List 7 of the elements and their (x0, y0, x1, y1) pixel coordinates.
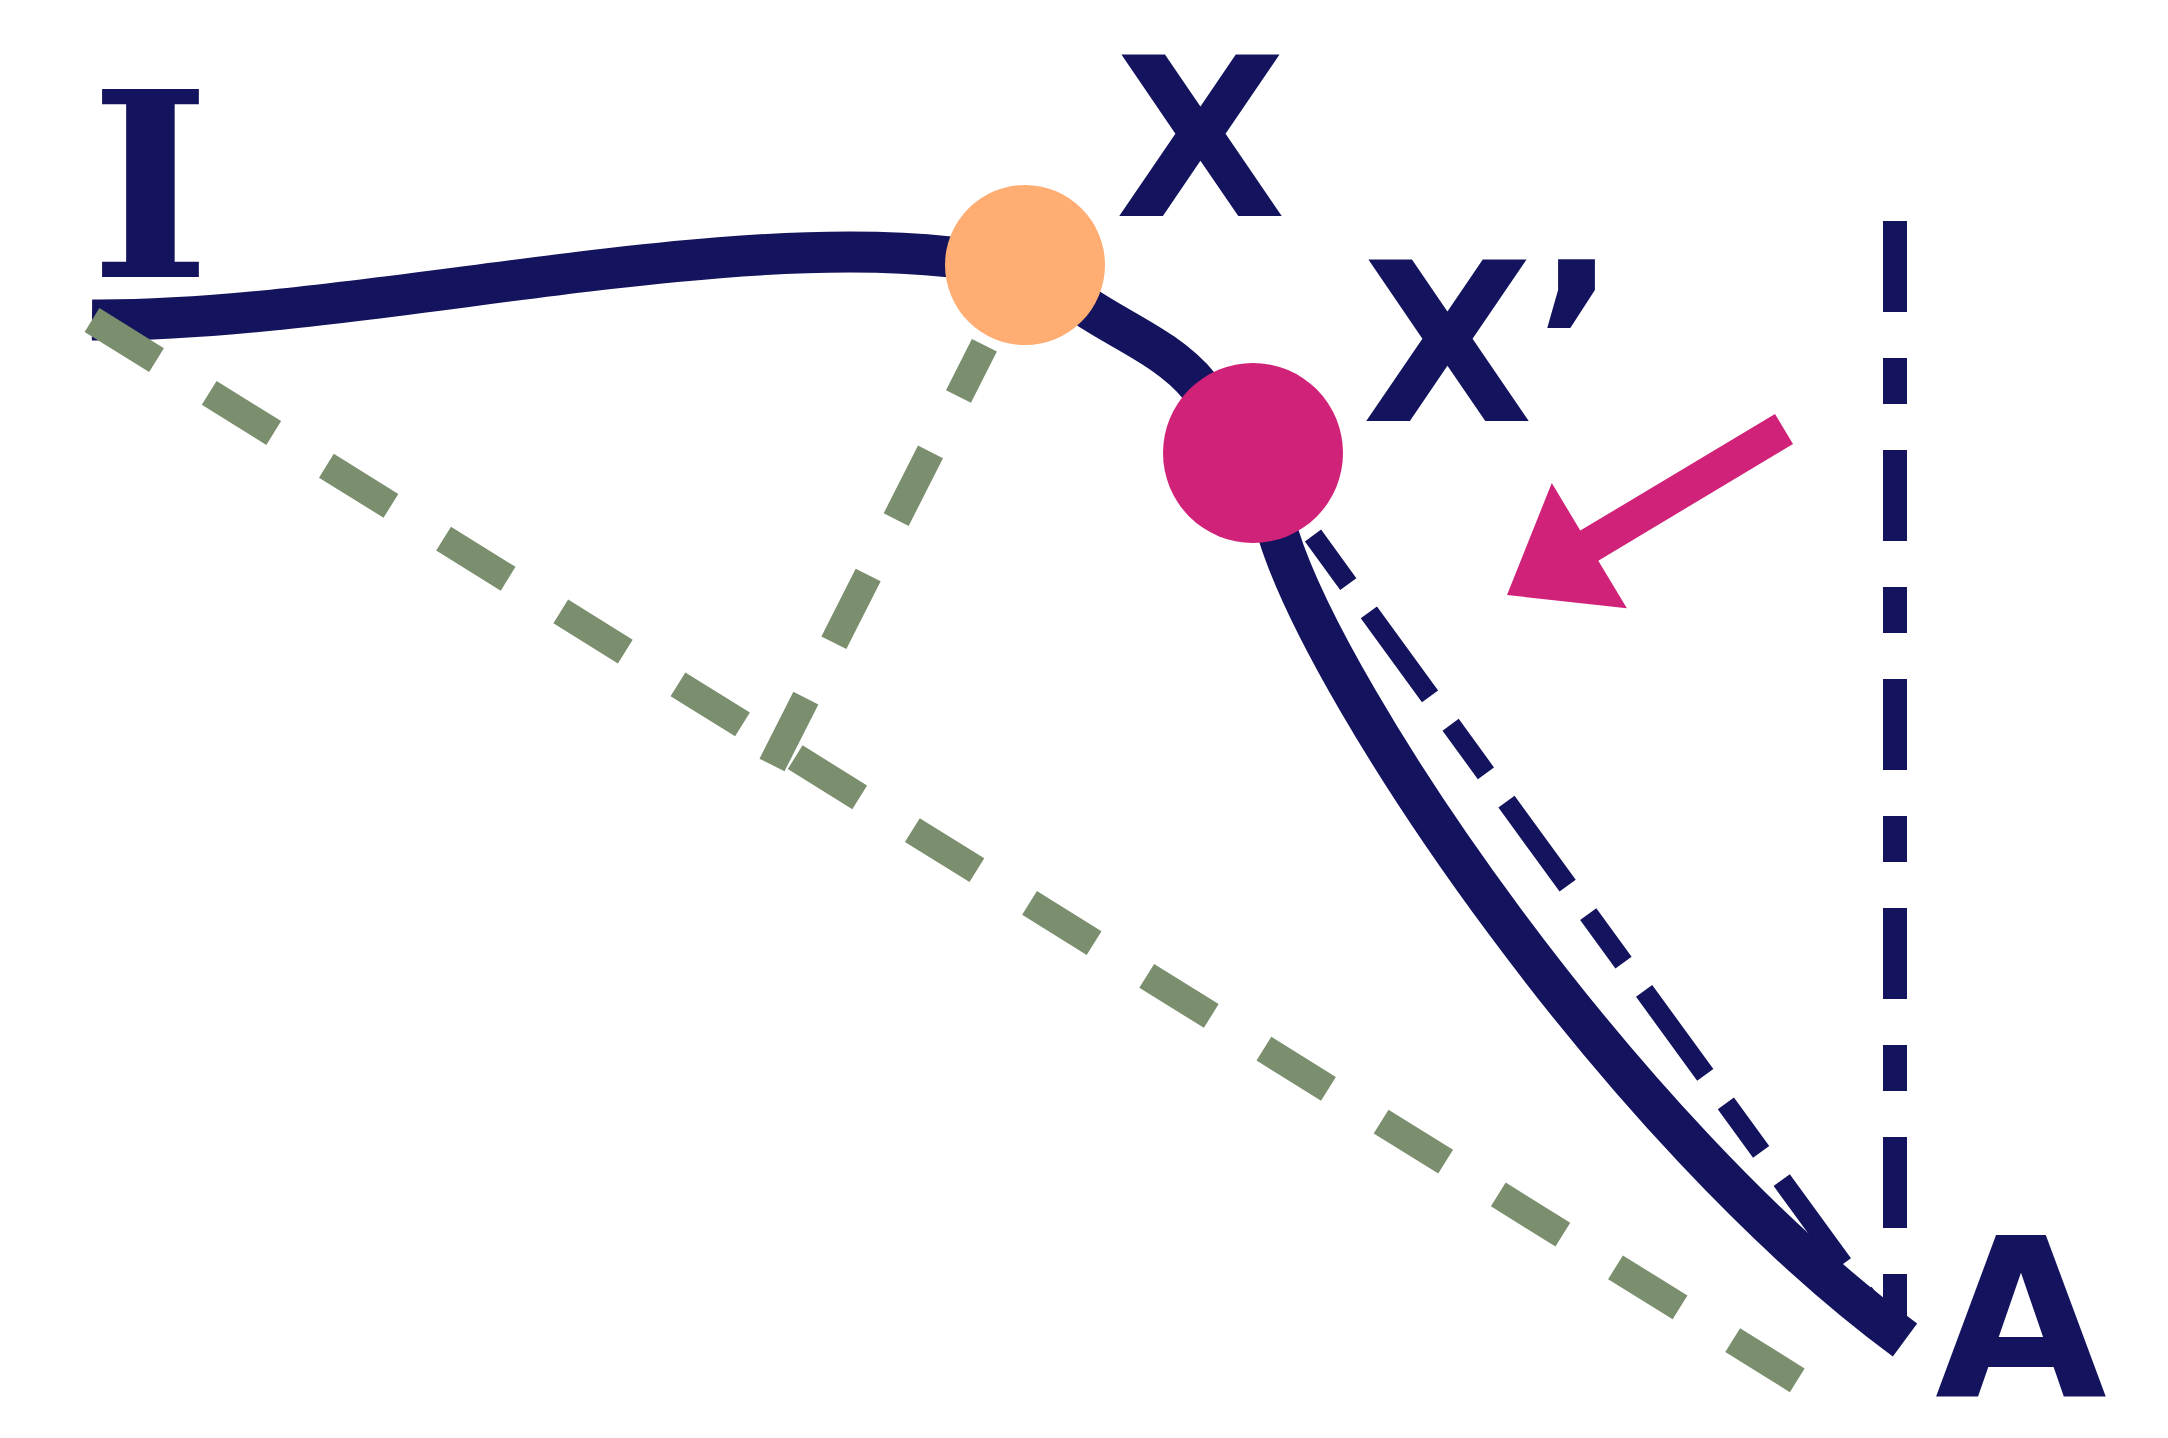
curve-line (91, 231, 951, 341)
dashed-line (1883, 221, 1907, 1318)
dashed-line (759, 338, 997, 772)
point-label: A (1935, 1237, 2107, 1402)
curve-line (1076, 290, 1215, 400)
point-marker (1163, 363, 1343, 543)
point-marker (945, 185, 1105, 345)
